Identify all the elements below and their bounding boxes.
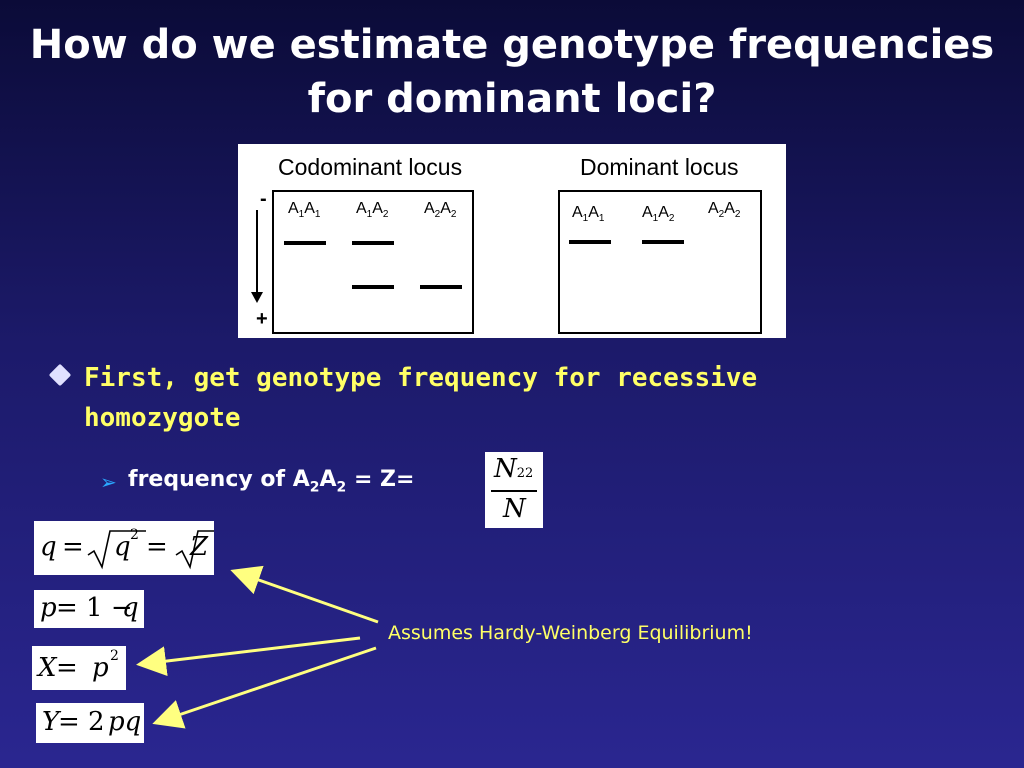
fraction-denominator: N (503, 494, 526, 524)
codom-lane-label-3: A2A2 (424, 200, 457, 221)
equation-y: Y = 2 pq (36, 703, 144, 743)
title-line-2: for dominant loci? (307, 76, 717, 122)
gel-diagram: Codominant locus Dominant locus - + A1A1… (238, 144, 786, 338)
slide-title: How do we estimate genotype frequencies … (0, 18, 1024, 126)
dom-lane-label-3: A2A2 (708, 200, 741, 221)
arrow-bullet-icon: ➢ (100, 470, 117, 494)
band-dom-a1a1 (569, 240, 611, 244)
band-codom-a2a2-lower (420, 285, 462, 289)
equation-q: q = q 2 = Z (34, 521, 214, 575)
hardy-weinberg-annotation: Assumes Hardy-Weinberg Equilibrium! (388, 622, 753, 644)
equation-p: p = 1 − q (34, 590, 144, 628)
dom-lane-label-2: A1A2 (642, 204, 675, 225)
dom-lane-label-1: A1A1 (572, 204, 605, 225)
band-dom-a1a2 (642, 240, 684, 244)
arrow-to-equation-x (136, 636, 361, 677)
plus-sign: + (256, 308, 268, 330)
codominant-header: Codominant locus (278, 154, 463, 180)
main-bullet-line-1: First, get genotype frequency for recess… (84, 363, 758, 393)
codominant-gel-box (272, 190, 474, 334)
fraction-numerator: N22 (494, 454, 534, 484)
dominant-header: Dominant locus (580, 154, 739, 180)
band-codom-a1a2-upper (352, 241, 394, 245)
band-codom-a1a2-lower (352, 285, 394, 289)
band-codom-a1a1-upper (284, 241, 326, 245)
codom-lane-label-1: A1A1 (288, 200, 321, 221)
migration-arrow-icon (251, 210, 263, 303)
equation-x: X = p 2 (32, 646, 126, 690)
sub-bullet-text: frequency of A2A2 = Z= (128, 467, 415, 496)
fraction-bar (491, 490, 537, 492)
main-bullet-text: First, get genotype frequency for recess… (84, 358, 844, 438)
dominant-gel-box (558, 190, 762, 334)
minus-sign: - (260, 188, 267, 210)
title-line-1: How do we estimate genotype frequencies (29, 22, 995, 68)
main-bullet-line-2: homozygote (84, 403, 241, 433)
codom-lane-label-2: A1A2 (356, 200, 389, 221)
arrow-to-equation-q (230, 565, 379, 624)
sqrt-sign-icon (87, 530, 214, 570)
arrow-to-equation-y (152, 646, 377, 729)
frequency-fraction: N22 N (485, 452, 543, 528)
